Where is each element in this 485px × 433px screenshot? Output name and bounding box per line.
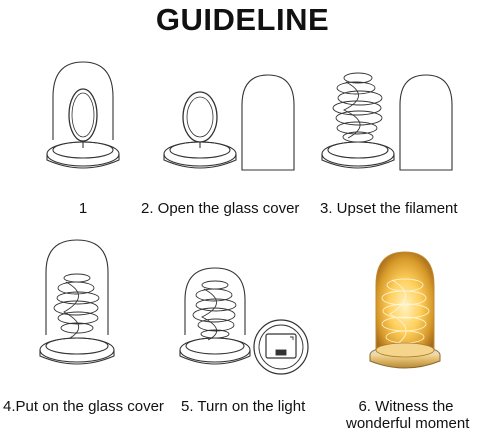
step-1-illustration <box>46 61 120 169</box>
step-2-label: 2. Open the glass cover <box>141 200 300 217</box>
guideline-title: GUIDELINE <box>155 2 330 37</box>
step-6-label-line1: 6. Witness the <box>358 398 454 415</box>
step-4-label: 4.Put on the glass cover <box>3 398 164 415</box>
step-2-illustration <box>163 74 295 171</box>
step-3-illustration <box>321 72 453 171</box>
step-1-label: 1 <box>78 200 88 217</box>
step-3-label: 3. Upset the filament <box>320 200 458 217</box>
step-6-label-line2: wonderful moment <box>346 415 470 432</box>
step-4-illustration <box>39 239 115 365</box>
step-5-label: 5. Turn on the light <box>181 398 306 415</box>
step-5-illustration <box>179 267 309 375</box>
step-6-illustration <box>369 251 441 369</box>
